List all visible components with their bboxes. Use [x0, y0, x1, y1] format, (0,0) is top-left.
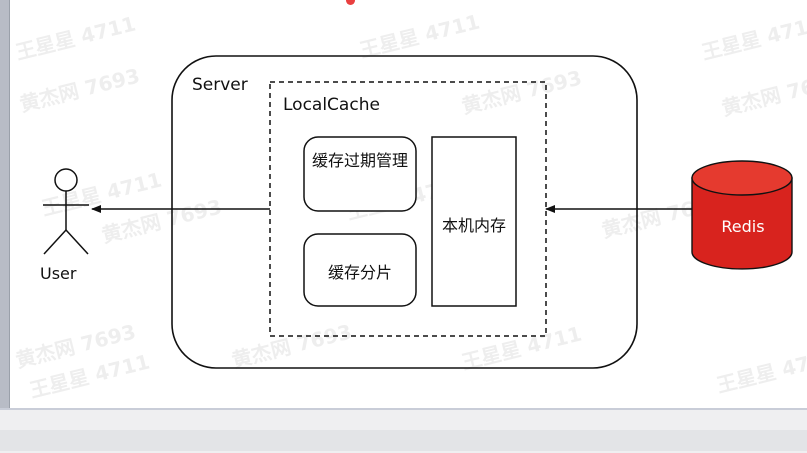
cache-shard-box: [303, 233, 417, 307]
localcache-label: LocalCache: [283, 95, 380, 115]
local-memory-label: 本机内存: [441, 216, 506, 235]
user-actor-icon: [43, 168, 89, 255]
server-label: Server: [192, 75, 248, 95]
user-label: User: [40, 264, 77, 283]
recording-indicator: [346, 0, 355, 5]
local-memory-box: [431, 136, 517, 307]
window-bottom-strip: [0, 430, 807, 451]
redis-cylinder-icon: [691, 160, 793, 270]
localcache-container: [269, 81, 547, 337]
redis-label: Redis: [721, 217, 765, 236]
server-container: [171, 55, 638, 369]
cache-shard-label: 缓存分片: [327, 263, 392, 282]
window-left-border: [0, 0, 10, 420]
expire-management-label: 缓存过期管理: [311, 151, 408, 170]
expire-management-box: [303, 136, 417, 212]
